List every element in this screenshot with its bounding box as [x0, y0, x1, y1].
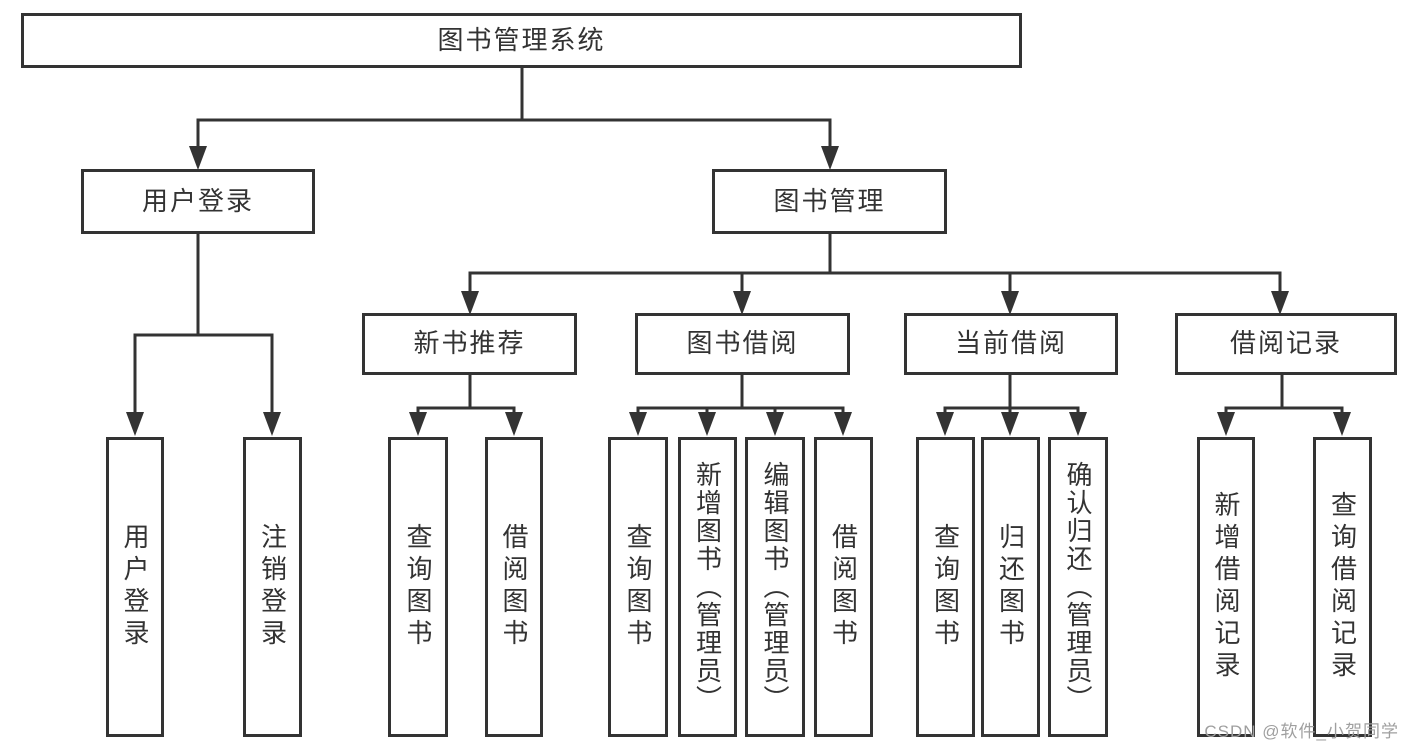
connector-book-borrowing-to-leaves [629, 373, 852, 436]
node-borrowing-records: 借阅记录 [1175, 313, 1397, 375]
leaf-recommend-query-books-label: 查询图书 [403, 523, 433, 651]
leaf-edit-books-admin: 编辑图书（管理员） [745, 437, 805, 737]
node-root-system-label: 图书管理系统 [437, 24, 606, 55]
leaf-add-books-admin: 新增图书（管理员） [678, 437, 737, 737]
leaf-borrowing-query-books-label: 查询图书 [623, 523, 653, 651]
leaf-current-query-books: 查询图书 [916, 437, 975, 737]
node-book-management-label: 图书管理 [773, 185, 886, 216]
leaf-current-query-books-label: 查询图书 [930, 523, 961, 651]
connector-book-management-to-level3 [461, 232, 1289, 315]
leaf-user-login-label: 用户登录 [120, 523, 150, 651]
leaf-add-books-admin-label: 新增图书（管理员） [692, 461, 723, 713]
connector-user-login-to-leaves [126, 232, 281, 436]
leaf-add-borrow-record-label: 新增借阅记录 [1211, 491, 1241, 683]
leaf-borrowing-borrow-books: 借阅图书 [814, 437, 873, 737]
connector-new-book-recommend-to-leaves [409, 373, 523, 436]
node-book-management: 图书管理 [712, 169, 947, 234]
leaf-logout-label: 注销登录 [257, 523, 288, 651]
node-user-login: 用户登录 [81, 169, 315, 234]
leaf-confirm-return-admin: 确认归还（管理员） [1048, 437, 1108, 737]
node-book-borrowing: 图书借阅 [635, 313, 850, 375]
leaf-logout: 注销登录 [243, 437, 302, 737]
leaf-edit-books-admin-label: 编辑图书（管理员） [760, 461, 790, 713]
leaf-recommend-borrow-books-label: 借阅图书 [499, 523, 529, 651]
node-user-login-label: 用户登录 [141, 185, 254, 216]
leaf-borrowing-query-books: 查询图书 [608, 437, 668, 737]
csdn-watermark: CSDN @软件_小贺同学 [1204, 722, 1399, 741]
connector-current-borrowing-to-leaves [936, 373, 1087, 436]
leaf-recommend-query-books: 查询图书 [388, 437, 448, 737]
leaf-borrowing-borrow-books-label: 借阅图书 [828, 523, 859, 651]
leaf-return-books: 归还图书 [981, 437, 1040, 737]
leaf-query-borrow-record: 查询借阅记录 [1313, 437, 1372, 737]
connector-root-to-level2 [189, 65, 839, 170]
node-borrowing-records-label: 借阅记录 [1229, 328, 1342, 359]
leaf-query-borrow-record-label: 查询借阅记录 [1327, 491, 1358, 683]
leaf-add-borrow-record: 新增借阅记录 [1197, 437, 1255, 737]
node-current-borrowing-label: 当前借阅 [954, 328, 1067, 359]
node-new-book-recommend: 新书推荐 [362, 313, 577, 375]
leaf-user-login: 用户登录 [106, 437, 164, 737]
leaf-return-books-label: 归还图书 [995, 523, 1026, 651]
node-root-system: 图书管理系统 [21, 13, 1022, 68]
leaf-recommend-borrow-books: 借阅图书 [485, 437, 543, 737]
node-current-borrowing: 当前借阅 [904, 313, 1118, 375]
node-book-borrowing-label: 图书借阅 [686, 328, 799, 359]
leaf-confirm-return-admin-label: 确认归还（管理员） [1063, 461, 1093, 713]
connector-borrowing-records-to-leaves [1217, 373, 1351, 436]
node-new-book-recommend-label: 新书推荐 [413, 328, 526, 359]
